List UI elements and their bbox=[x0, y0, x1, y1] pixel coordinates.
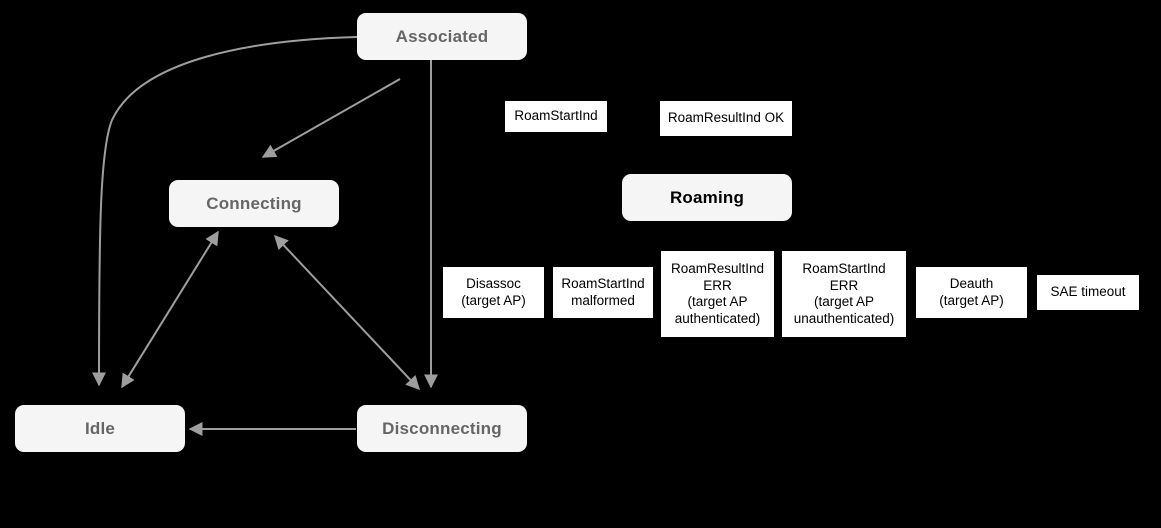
event-label-line: RoamStartInd bbox=[514, 108, 598, 124]
event-label-line: unauthenticated) bbox=[793, 310, 895, 326]
event-label-sae-timeout: SAE timeout bbox=[1037, 275, 1139, 310]
state-label: Disconnecting bbox=[382, 418, 502, 438]
event-label-line: (target AP bbox=[687, 294, 748, 309]
event-label-text: RoamStartInd bbox=[514, 108, 597, 125]
state-node-idle[interactable]: Idle bbox=[15, 405, 185, 452]
event-label-line: ERR bbox=[829, 277, 859, 293]
event-label-deauth-target-ap: Deauth(target AP) bbox=[916, 267, 1027, 318]
state-label: Roaming bbox=[669, 187, 745, 207]
event-label-text: RoamResultInd OK bbox=[668, 110, 784, 127]
state-label: Idle bbox=[84, 418, 116, 438]
state-label: Connecting bbox=[206, 193, 302, 213]
edge-connecting-disconnecting-bidirectional bbox=[274, 234, 420, 391]
edge-associated-to-connecting bbox=[261, 78, 401, 158]
state-node-associated[interactable]: Associated bbox=[357, 13, 527, 60]
event-label-line: (target AP) bbox=[461, 292, 526, 308]
event-label-line: RoamResultInd OK bbox=[667, 110, 785, 126]
event-label-text: SAE timeout bbox=[1050, 284, 1125, 301]
state-node-connecting[interactable]: Connecting bbox=[169, 180, 339, 227]
event-label-text: Deauth(target AP) bbox=[939, 276, 1004, 309]
event-label-roam-start-ind: RoamStartInd bbox=[505, 101, 607, 132]
event-label-text: Disassoc(target AP) bbox=[461, 276, 526, 309]
event-label-line: SAE timeout bbox=[1050, 284, 1126, 300]
state-node-roaming[interactable]: Roaming bbox=[622, 174, 792, 221]
event-label-line: Deauth bbox=[949, 276, 994, 291]
event-label-line: RoamStartInd bbox=[561, 276, 645, 291]
state-node-disconnecting[interactable]: Disconnecting bbox=[357, 405, 527, 452]
event-label-line: RoamResultInd bbox=[670, 261, 765, 276]
event-label-line: (target AP) bbox=[939, 292, 1004, 308]
event-label-line: (target AP bbox=[813, 294, 875, 309]
event-label-disassoc-target-ap: Disassoc(target AP) bbox=[443, 267, 544, 318]
edge-idle-connecting-bidirectional bbox=[121, 230, 219, 389]
event-label-line: malformed bbox=[571, 292, 635, 308]
event-label-line: Disassoc bbox=[466, 276, 521, 291]
event-label-line: authenticated) bbox=[674, 310, 761, 326]
event-label-line: RoamStartInd bbox=[802, 261, 886, 276]
event-label-roam-result-ind-ok: RoamResultInd OK bbox=[660, 101, 792, 136]
state-label: Associated bbox=[395, 26, 489, 46]
event-label-line: ERR bbox=[703, 277, 732, 293]
